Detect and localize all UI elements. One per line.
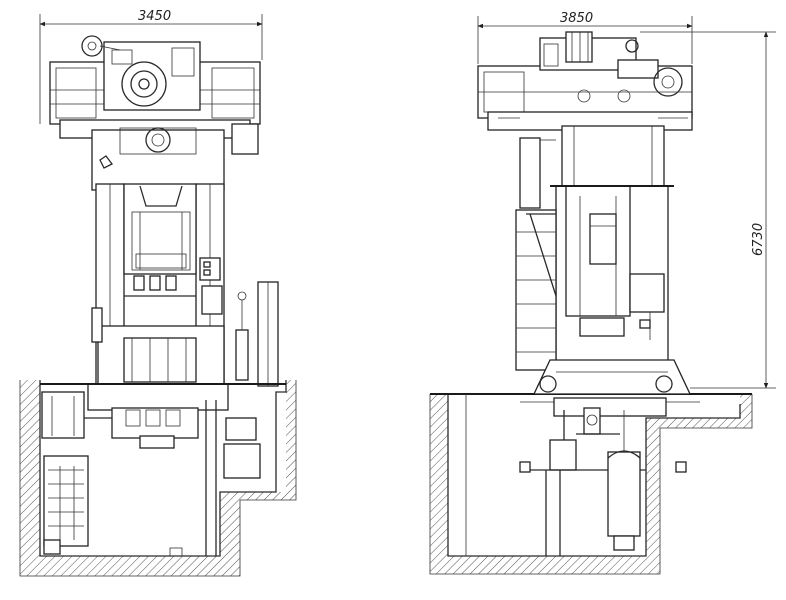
front-crown <box>49 35 261 155</box>
front-width-label: 3450 <box>138 9 171 24</box>
front-view: 3450 <box>19 9 297 577</box>
side-view: 3850 6730 <box>429 11 776 575</box>
front-base <box>40 383 286 557</box>
height-label: 6730 <box>751 223 766 256</box>
side-frame <box>515 125 700 403</box>
front-dimension: 3450 <box>39 9 263 124</box>
front-frame <box>91 127 279 393</box>
side-crown <box>477 31 693 131</box>
front-foundation <box>19 380 297 577</box>
side-foundation <box>429 393 753 575</box>
side-width-label: 3850 <box>560 11 593 26</box>
side-base <box>519 397 687 556</box>
height-dimension: 6730 <box>640 31 776 389</box>
side-dimension: 3850 <box>477 11 693 64</box>
